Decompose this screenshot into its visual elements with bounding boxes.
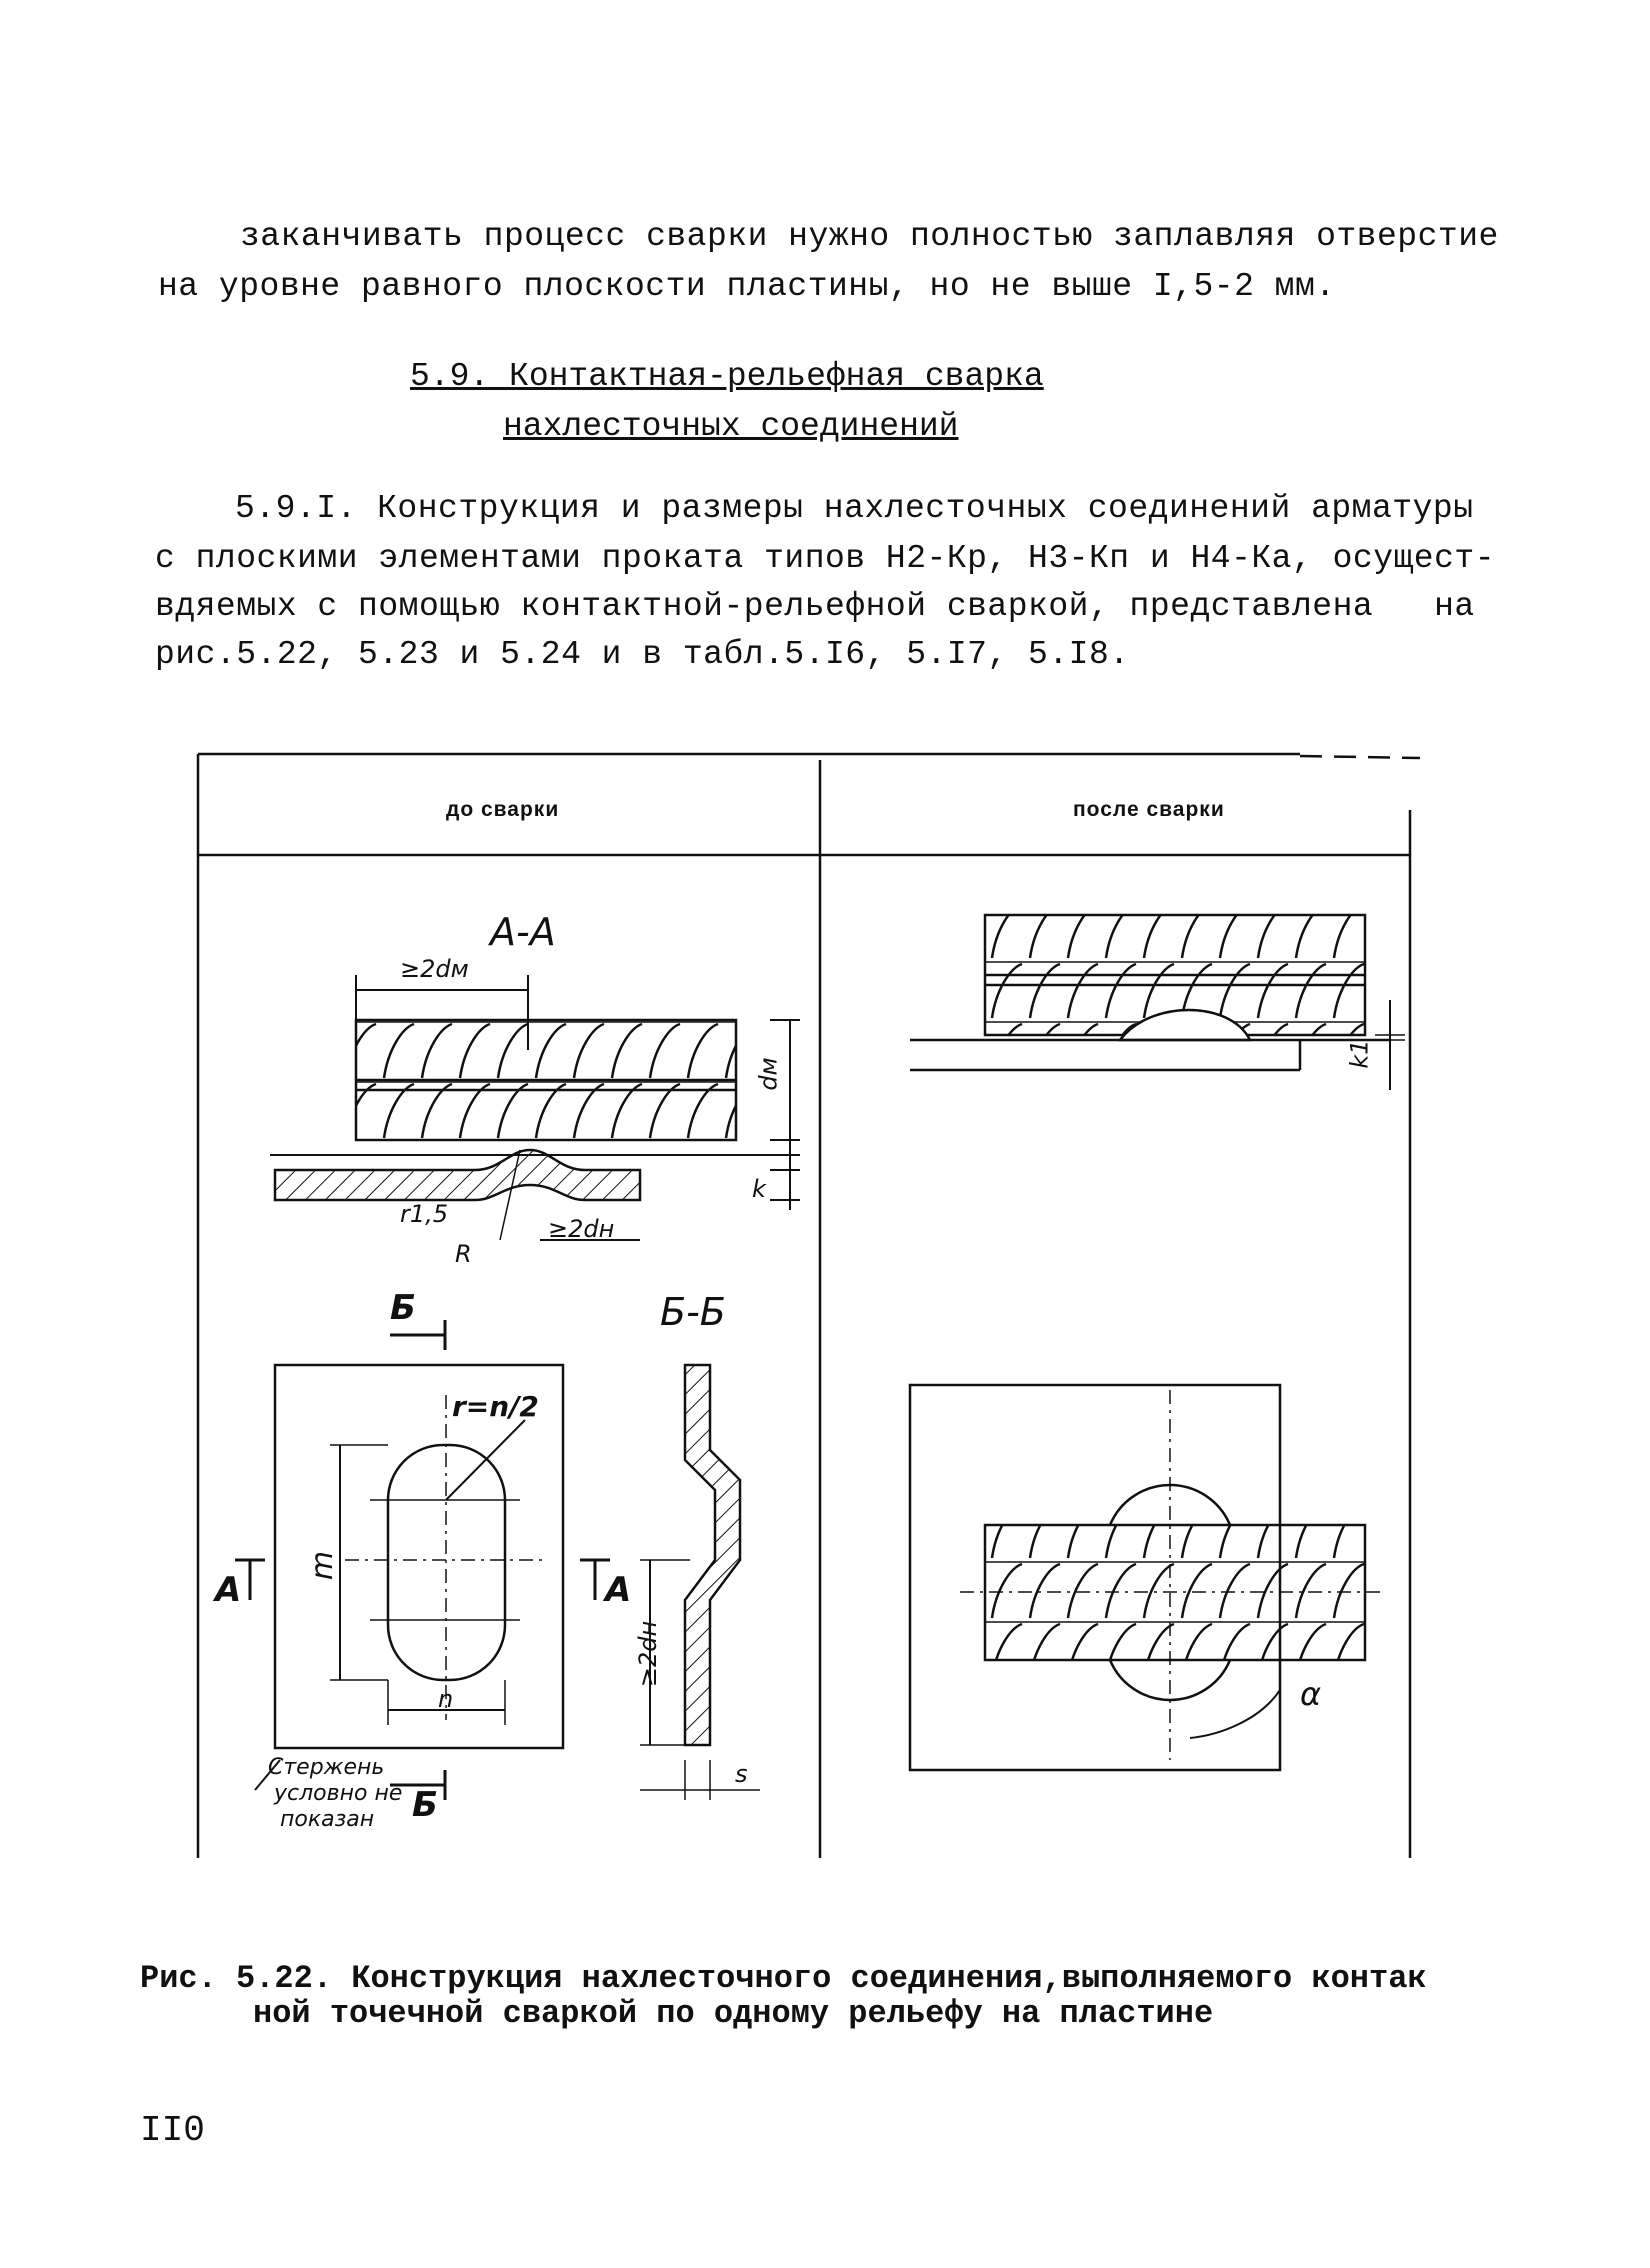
rebar-before-section <box>354 1018 738 1142</box>
dimension-label: s <box>735 1760 748 1788</box>
section-label-aa: А-А <box>490 910 556 954</box>
dimension-label: m <box>305 1550 341 1581</box>
section-mark: А <box>605 1570 632 1610</box>
page-number: II0 <box>140 2110 205 2151</box>
figure-table-frame <box>196 752 1421 1858</box>
text-line: с плоскими элементами проката типов Н2-К… <box>155 540 1496 577</box>
column-header-after: после сварки <box>1073 798 1225 821</box>
dimension-label: dм <box>754 1057 783 1091</box>
plate-after-section <box>910 1000 1405 1090</box>
section-mark: А <box>215 1570 242 1610</box>
column-header-before: до сварки <box>446 798 560 821</box>
figure-caption: Рис. 5.22. Конструкция нахлесточного сое… <box>140 1960 1427 1997</box>
figure-caption: ной точечной сваркой по одному рельефу н… <box>253 1995 1214 2032</box>
figure-note: Стержень условно не показан <box>268 1755 402 1833</box>
figure-note-line: Стержень <box>268 1755 385 1780</box>
text-line: 5.9.I. Конструкция и размеры нахлесточны… <box>235 490 1474 527</box>
section-mark: Б <box>412 1785 438 1825</box>
section-mark: Б <box>390 1288 416 1328</box>
dimension-label: ≥2dм <box>400 955 469 983</box>
dimension-label: ≥2dн <box>548 1215 615 1243</box>
dimension-label: n <box>438 1685 454 1713</box>
text-line: рис.5.22, 5.23 и 5.24 и в табл.5.I6, 5.I… <box>155 636 1130 673</box>
text-line: на уровне равного плоскости пластины, но… <box>158 268 1336 305</box>
figure-note-line: показан <box>280 1807 375 1832</box>
text-line: вдяемых с помощью контактной-рельефной с… <box>155 588 1475 625</box>
dimension-label: R <box>455 1240 472 1268</box>
plate-bb-section <box>640 1363 760 1800</box>
dimension-label: ≥2dн <box>634 1620 663 1688</box>
section-title: нахлесточных соединений <box>503 408 959 445</box>
dimension-label: α <box>1300 1675 1322 1713</box>
plate-after-plan <box>908 1383 1380 1772</box>
dimension-lines-aa <box>355 975 800 1241</box>
dimension-label: k1 <box>1345 1039 1374 1069</box>
section-title: 5.9. Контактная-рельефная сварка <box>410 358 1044 395</box>
dimension-label: k <box>752 1175 766 1203</box>
figure-note-line: условно не <box>274 1781 403 1806</box>
text-line: заканчивать процесс сварки нужно полност… <box>240 218 1499 255</box>
plate-plan-view <box>235 1320 610 1800</box>
rebar-after-section <box>983 913 1367 1042</box>
plate-before-section <box>270 1148 800 1241</box>
dimension-label: r1,5 <box>400 1200 449 1228</box>
dimension-label: r=n/2 <box>452 1390 539 1423</box>
section-label-bb: Б-Б <box>660 1290 726 1334</box>
